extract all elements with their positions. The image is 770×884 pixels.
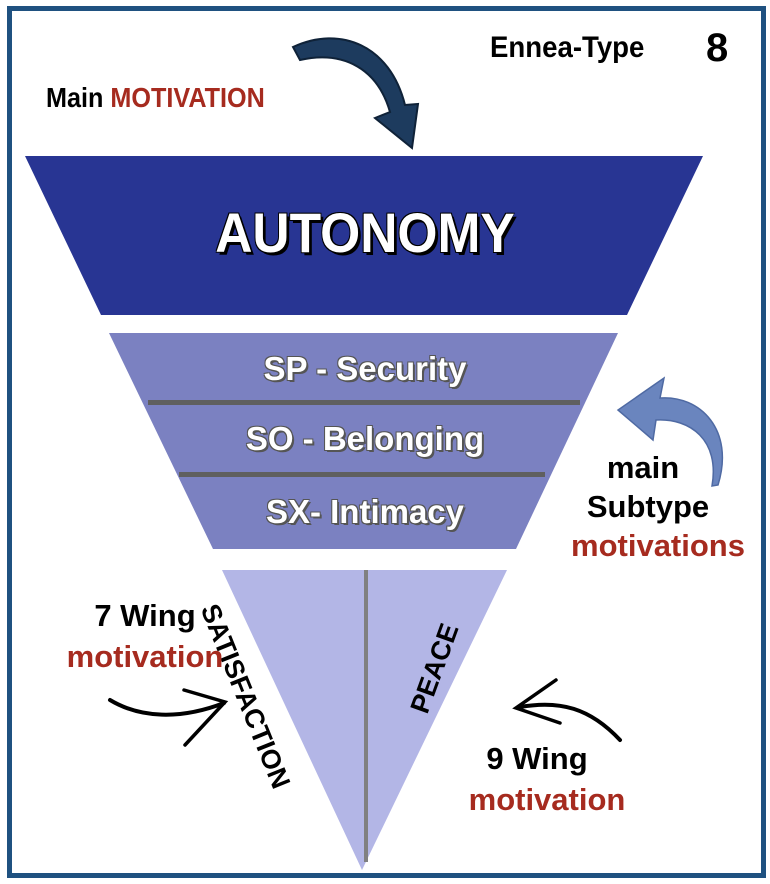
- subtype-callout-line1: main: [606, 450, 680, 485]
- wing9-callout-line1: 9 Wing: [486, 741, 588, 776]
- main-motivation-highlight: MOTIVATION: [110, 82, 265, 113]
- wing9-callout-line2: motivation: [468, 782, 626, 817]
- main-motivation-band: [25, 156, 703, 315]
- subtype-label-so: SO - Belonging: [245, 420, 485, 457]
- subtype-separator-2: [179, 472, 545, 477]
- ennea-type-number: 8: [706, 26, 729, 70]
- wing7-callout-line1: 7 Wing: [94, 598, 196, 633]
- curved-arrow-left-icon: [616, 376, 724, 487]
- subtype-band: [109, 333, 618, 549]
- subtype-callout-line2: Subtype: [586, 489, 710, 524]
- curved-arrow-right-icon: [108, 688, 229, 747]
- wing9-callout: 9 Wing motivation: [452, 743, 642, 815]
- main-motivation-callout: Main MOTIVATION: [46, 84, 265, 112]
- subtype-separator-1: [148, 400, 580, 405]
- subtype-callout: main Subtype motivations: [553, 452, 763, 561]
- wing-divider: [364, 570, 368, 862]
- wing7-callout-line2: motivation: [66, 639, 224, 674]
- subtype-callout-line3: motivations: [571, 528, 745, 563]
- ennea-type-label: Ennea-Type: [490, 31, 645, 64]
- subtype-label-sp: SP - Security: [263, 350, 467, 387]
- subtype-label-sx: SX- Intimacy: [265, 493, 465, 530]
- curved-arrow-down-icon: [291, 37, 420, 150]
- curved-arrow-left-thin-icon: [512, 678, 622, 742]
- main-motivation-prefix: Main: [46, 82, 104, 113]
- main-motivation-label: AUTONOMY: [215, 201, 515, 264]
- wing7-callout: 7 Wing motivation: [50, 600, 240, 672]
